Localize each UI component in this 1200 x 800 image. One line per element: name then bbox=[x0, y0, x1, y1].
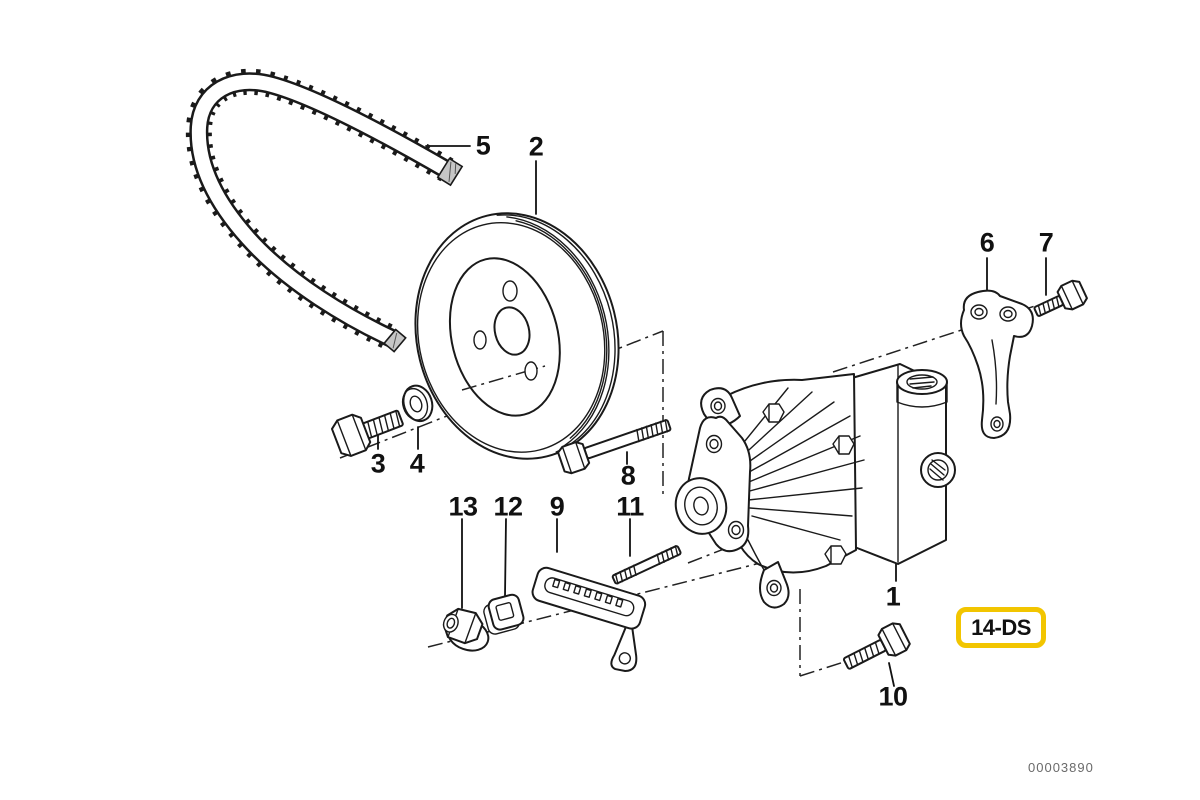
leader-lines bbox=[377, 145, 1047, 687]
part-7-bolt bbox=[1033, 279, 1088, 317]
part-callout-8[interactable]: 8 bbox=[620, 460, 636, 491]
part-callout-11[interactable]: 11 bbox=[616, 491, 644, 522]
part-6-bracket bbox=[960, 289, 1034, 439]
part-2-pulley bbox=[414, 212, 620, 460]
part-callout-13[interactable]: 13 bbox=[448, 491, 478, 522]
part-11-stud bbox=[611, 545, 682, 585]
part-4-washer bbox=[401, 384, 434, 423]
part-13-hex-nut bbox=[442, 607, 490, 652]
part-callout-4[interactable]: 4 bbox=[409, 448, 425, 479]
part-callout-7[interactable]: 7 bbox=[1038, 227, 1054, 258]
part-9-adjusting-bracket bbox=[531, 566, 647, 673]
part-12-square-nut bbox=[483, 593, 525, 635]
pump-ribs bbox=[735, 387, 865, 541]
part-callout-1[interactable]: 1 bbox=[885, 581, 901, 612]
part-1-pump bbox=[674, 363, 956, 609]
part-callout-3[interactable]: 3 bbox=[370, 448, 386, 479]
belt-cut-end-top bbox=[436, 157, 464, 187]
part-callout-5[interactable]: 5 bbox=[475, 130, 491, 161]
variant-code-badge[interactable]: 14-DS bbox=[956, 607, 1046, 648]
belt-cut-end-bottom bbox=[383, 328, 407, 353]
part-5-v-belt bbox=[185, 68, 464, 353]
part-8-bolt bbox=[557, 419, 672, 475]
part-callout-12[interactable]: 12 bbox=[493, 491, 523, 522]
part-3-bolt bbox=[330, 409, 404, 457]
part-10-bolt bbox=[842, 622, 911, 670]
document-number: 00003890 bbox=[1028, 760, 1094, 775]
part-callout-9[interactable]: 9 bbox=[549, 491, 565, 522]
part-callout-2[interactable]: 2 bbox=[528, 131, 544, 162]
part-callout-6[interactable]: 6 bbox=[979, 227, 995, 258]
part-callout-10[interactable]: 10 bbox=[878, 681, 908, 712]
